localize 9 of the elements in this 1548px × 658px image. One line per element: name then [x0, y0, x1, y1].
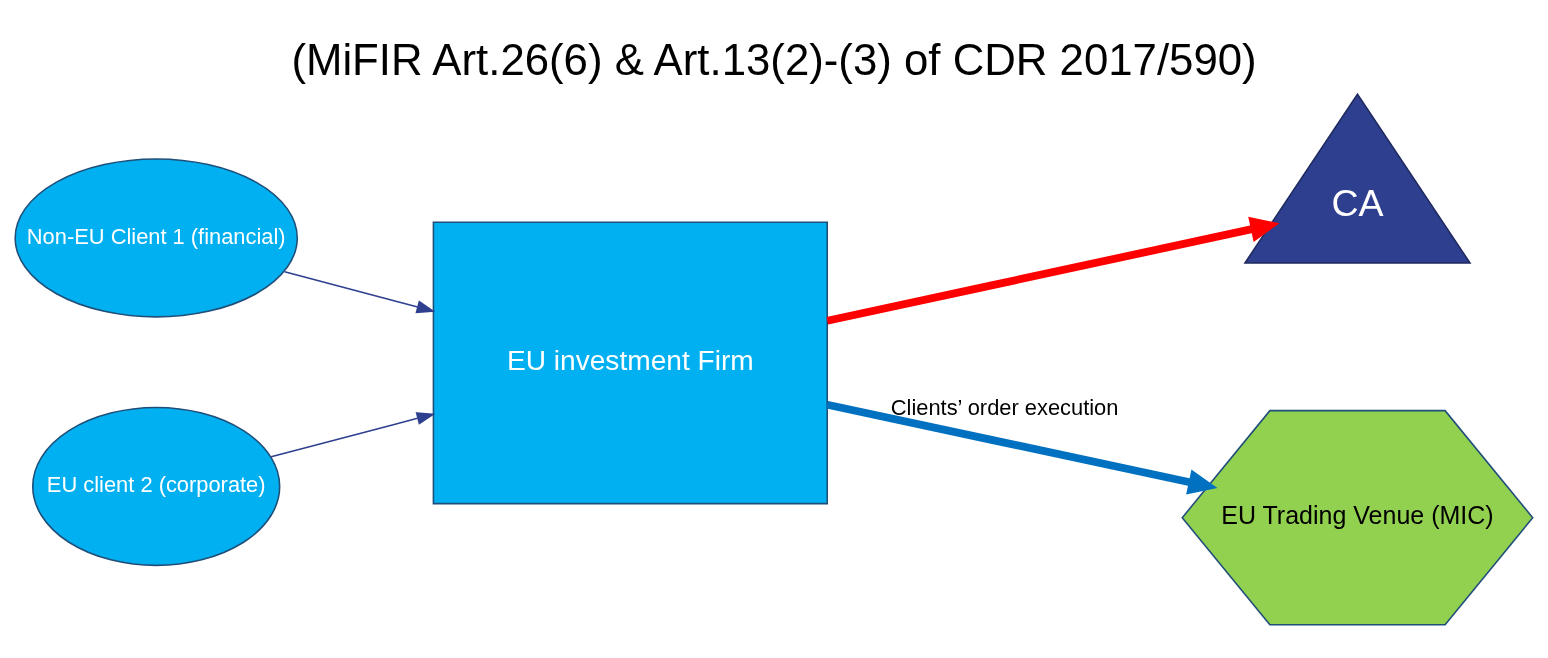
- node-ellipse: Non-EU Client 1 (financial): [14, 158, 299, 318]
- arrow: [826, 216, 1280, 325]
- arrow: [283, 270, 436, 314]
- edge-label: Clients’ order execution: [890, 394, 1119, 420]
- node-ellipse: EU client 2 (corporate): [31, 406, 281, 567]
- node-box: EU investment Firm: [432, 221, 828, 505]
- diagram-title: (MiFIR Art.26(6) & Art.13(2)-(3) of CDR 2017/590): [291, 34, 1257, 84]
- arrow: [270, 412, 436, 458]
- arrow: [826, 400, 1218, 495]
